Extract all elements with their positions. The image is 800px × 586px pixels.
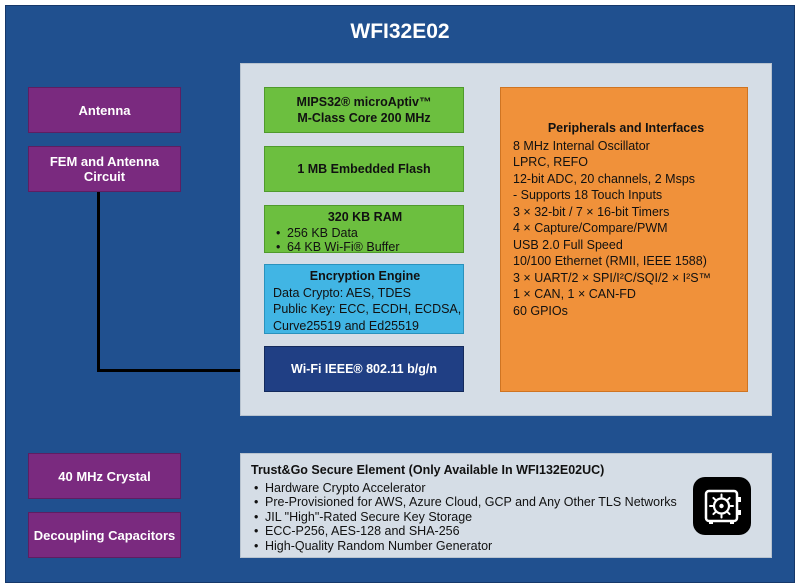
fem-antenna-circuit-block: FEM and Antenna Circuit (28, 146, 181, 192)
antenna-label: Antenna (78, 102, 131, 118)
ram-item: 256 KB Data (276, 226, 457, 241)
diagram-title: WFI32E02 (350, 20, 450, 43)
peripheral-item: 4 × Capture/Compare/PWM (513, 221, 668, 235)
peripheral-item: 8 MHz Internal Oscillator (513, 138, 650, 153)
peripherals-title: Peripherals and Interfaces (547, 121, 705, 135)
core-line-2: M-Class Core 200 MHz (297, 111, 431, 125)
peripheral-item: 10/100 Ethernet (RMII, IEEE 1588) (513, 254, 707, 268)
ram-block: 320 KB RAM 256 KB Data 64 KB Wi-Fi® Buff… (264, 205, 464, 255)
peripheral-item: 3 × UART/2 × SPI/I²C/SQI/2 × I²S™ (513, 270, 712, 285)
crystal-label: 40 MHz Crystal (58, 468, 151, 484)
peripheral-item: 60 GPIOs (513, 303, 568, 318)
secure-element-list: Hardware Crypto Accelerator Pre-Provisio… (251, 481, 763, 554)
ram-item: 64 KB Wi-Fi® Buffer (276, 240, 457, 255)
ram-title: 320 KB RAM (327, 210, 403, 224)
antenna-block: Antenna (28, 87, 181, 133)
secure-element-item: JIL "High"-Rated Secure Key Storage (254, 510, 763, 525)
decoupling-capacitors-block: Decoupling Capacitors (28, 512, 181, 558)
peripheral-item: 3 × 32-bit / 7 × 16-bit Timers (513, 204, 670, 219)
crypto-title: Encryption Engine (309, 269, 421, 283)
crypto-line: Public Key: ECC, ECDH, ECDSA, (273, 302, 462, 316)
decoupling-label: Decoupling Capacitors (33, 527, 176, 543)
flash-label: 1 MB Embedded Flash (297, 162, 431, 176)
peripherals-block: Peripherals and Interfaces 8 MHz Interna… (500, 87, 748, 392)
peripheral-item: - Supports 18 Touch Inputs (513, 188, 663, 202)
rf-connection-line-horizontal (97, 369, 265, 372)
peripheral-item: USB 2.0 Full Speed (513, 237, 623, 252)
secure-element-panel: Trust&Go Secure Element (Only Available … (240, 453, 772, 558)
secure-element-item: Pre-Provisioned for AWS, Azure Cloud, GC… (254, 495, 763, 510)
crystal-block: 40 MHz Crystal (28, 453, 181, 499)
fem-label: FEM and Antenna Circuit (49, 154, 160, 184)
peripheral-item: 12-bit ADC, 20 channels, 2 Msps (513, 171, 696, 186)
peripheral-item: LPRC, REFO (513, 155, 589, 169)
flash-block: 1 MB Embedded Flash (264, 146, 464, 192)
secure-vault-icon (693, 477, 751, 535)
secure-element-item: High-Quality Random Number Generator (254, 539, 763, 554)
core-line-1: MIPS32® microAptiv™ (296, 95, 432, 109)
secure-element-item: ECC-P256, AES-128 and SHA-256 (254, 524, 763, 539)
crypto-line: Curve25519 and Ed25519 (273, 318, 419, 333)
core-block: MIPS32® microAptiv™ M-Class Core 200 MHz (264, 87, 464, 133)
ram-list: 256 KB Data 64 KB Wi-Fi® Buffer (273, 226, 457, 255)
crypto-line: Data Crypto: AES, TDES (273, 285, 412, 300)
encryption-engine-block: Encryption Engine Data Crypto: AES, TDES… (264, 264, 464, 334)
secure-element-title: Trust&Go Secure Element (Only Available … (251, 463, 605, 477)
peripheral-item: 1 × CAN, 1 × CAN-FD (513, 287, 636, 301)
wifi-block: Wi-Fi IEEE® 802.11 b/g/n (264, 346, 464, 392)
secure-element-item: Hardware Crypto Accelerator (254, 481, 763, 496)
rf-connection-line-vertical (97, 190, 100, 372)
wifi-label: Wi-Fi IEEE® 802.11 b/g/n (291, 362, 437, 376)
